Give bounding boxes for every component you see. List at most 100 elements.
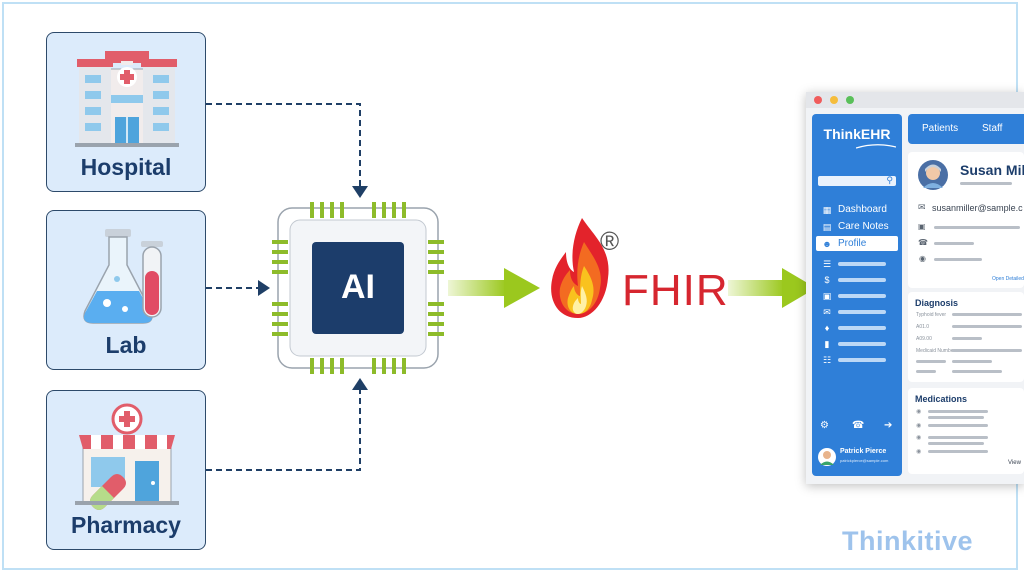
dollar-icon: $: [824, 274, 830, 285]
placeholder-bar: [838, 357, 886, 362]
placeholder-bar: [952, 337, 982, 340]
pharmacy-label: Pharmacy: [71, 512, 181, 538]
sidebar-item-list[interactable]: ☰: [816, 256, 898, 271]
placeholder-bar: [952, 313, 1022, 316]
placeholder-bar: [928, 416, 984, 419]
maximize-dot[interactable]: [846, 96, 854, 104]
registered-mark: ®: [600, 226, 620, 256]
hospital-label: Hospital: [80, 154, 172, 180]
pharmacy-connector: [206, 386, 361, 471]
diagnosis-row-label: Typhoid fever: [916, 312, 947, 318]
view-button[interactable]: View: [1008, 460, 1021, 466]
dashboard-icon: ▦: [822, 204, 832, 215]
placeholder-bar: [838, 293, 886, 298]
sidebar-item-care-notes[interactable]: ▤ Care Notes: [816, 219, 898, 234]
sidebar-item-dashboard[interactable]: ▦ Dashboard: [816, 202, 898, 217]
open-details-link[interactable]: Open Detailed: [992, 276, 1024, 282]
profile-icon: ☻: [822, 238, 832, 249]
window-titlebar: [806, 92, 1024, 108]
ehr-search-input[interactable]: ⚲: [818, 175, 896, 186]
calendar-icon: ▣: [822, 290, 832, 301]
hospital-arrowhead: [352, 186, 368, 198]
sidebar-item-library[interactable]: ☷: [816, 352, 898, 367]
sidebar-item-reports[interactable]: ▮: [816, 336, 898, 351]
placeholder-bar: [952, 325, 1022, 328]
bell-icon: ♦: [824, 322, 830, 333]
logout-icon[interactable]: ➔: [884, 420, 893, 431]
list-icon: ☰: [822, 258, 832, 269]
placeholder-bar: [934, 226, 1020, 229]
ai-label: AI: [341, 268, 375, 306]
ai-chip-icon: [272, 202, 444, 374]
lab-arrowhead: [258, 280, 270, 296]
user-email: patrickpierce@sample.com: [840, 458, 889, 463]
ehr-sidebar: ThinkEHR ⚲ ▦ Dashboard ▤ Care Notes ☻ Pr…: [812, 114, 902, 476]
message-icon: ✉: [823, 306, 831, 317]
patient-card: Susan Mil ✉ susanmiller@sample.c ▣ ☎ ◉ O…: [908, 152, 1024, 288]
fhir-to-ehr-arrow: [728, 268, 816, 308]
tab-patients[interactable]: Patients: [922, 123, 959, 134]
pharmacy-source-box: Pharmacy: [46, 390, 206, 550]
sidebar-footer-icons: ⚙ ☎ ➔: [818, 420, 898, 434]
sidebar-item-billing[interactable]: $: [816, 272, 898, 287]
placeholder-bar: [952, 360, 992, 363]
placeholder-bar: [838, 325, 886, 330]
user-name: Patrick Pierce: [840, 448, 887, 455]
medications-title: Medications: [915, 394, 968, 404]
patient-email: susanmiller@sample.c: [932, 203, 1023, 213]
ehr-tabs: Patients Staff: [908, 114, 1024, 144]
placeholder-bar: [838, 341, 886, 346]
diagnosis-row-label: Medicaid Number: [916, 348, 956, 354]
support-icon[interactable]: ☎: [852, 420, 865, 431]
close-dot[interactable]: [814, 96, 822, 104]
diagnosis-title: Diagnosis: [915, 298, 959, 308]
ai-to-fhir-arrow: [448, 268, 540, 308]
calendar-icon: ▣: [918, 222, 926, 231]
ai-chip: AI: [268, 198, 448, 378]
search-icon: ⚲: [886, 175, 893, 185]
placeholder-bar: [838, 261, 886, 266]
hospital-icon: [75, 51, 179, 147]
placeholder-bar: [952, 349, 1022, 352]
placeholder-bar: [838, 309, 886, 314]
lab-label: Lab: [105, 332, 147, 358]
logo-swoosh: [856, 144, 896, 149]
bar-chart-icon: ▮: [824, 338, 830, 349]
diagnosis-card: Diagnosis Typhoid fever A01.0 A09.00 Med…: [908, 292, 1024, 382]
pill-icon: ◉: [916, 449, 922, 455]
placeholder-bar: [916, 370, 936, 373]
current-user[interactable]: Patrick Pierce patrickpierce@sample.com: [818, 446, 902, 472]
ehr-logo: ThinkEHR: [823, 126, 891, 142]
sidebar-item-profile[interactable]: ☻ Profile: [816, 236, 898, 251]
placeholder-bar: [928, 424, 988, 427]
sidebar-item-label: Care Notes: [838, 221, 889, 232]
fhir-flame-icon: [551, 218, 609, 318]
placeholder-bar: [960, 182, 1012, 185]
sidebar-item-calendar[interactable]: ▣: [816, 288, 898, 303]
patient-avatar: [918, 160, 948, 190]
pill-icon: ◉: [916, 435, 922, 441]
sidebar-item-notifications[interactable]: ♦: [816, 320, 898, 335]
placeholder-bar: [934, 258, 982, 261]
placeholder-bar: [928, 442, 984, 445]
ehr-app-window: ThinkEHR ⚲ ▦ Dashboard ▤ Care Notes ☻ Pr…: [806, 92, 1024, 484]
tab-staff[interactable]: Staff: [982, 123, 1003, 134]
minimize-dot[interactable]: [830, 96, 838, 104]
hospital-connector: [206, 103, 361, 190]
brand-logo: Thinkitive: [842, 526, 974, 556]
diagnosis-row-label: A09.00: [916, 336, 932, 342]
phone-icon: ☎: [918, 238, 928, 247]
sidebar-item-label: Profile: [838, 238, 867, 249]
lab-flask-icon: [83, 229, 163, 324]
placeholder-bar: [928, 410, 988, 413]
diagnosis-row-label: A01.0: [916, 324, 930, 330]
placeholder-bar: [934, 242, 974, 245]
placeholder-bar: [928, 450, 988, 453]
location-icon: ◉: [919, 254, 926, 263]
gear-icon[interactable]: ⚙: [820, 420, 829, 431]
lab-source-box: Lab: [46, 210, 206, 370]
fhir-label: FHIR: [622, 266, 729, 315]
care-notes-icon: ▤: [822, 221, 832, 232]
placeholder-bar: [838, 277, 886, 282]
sidebar-item-messages[interactable]: ✉: [816, 304, 898, 319]
